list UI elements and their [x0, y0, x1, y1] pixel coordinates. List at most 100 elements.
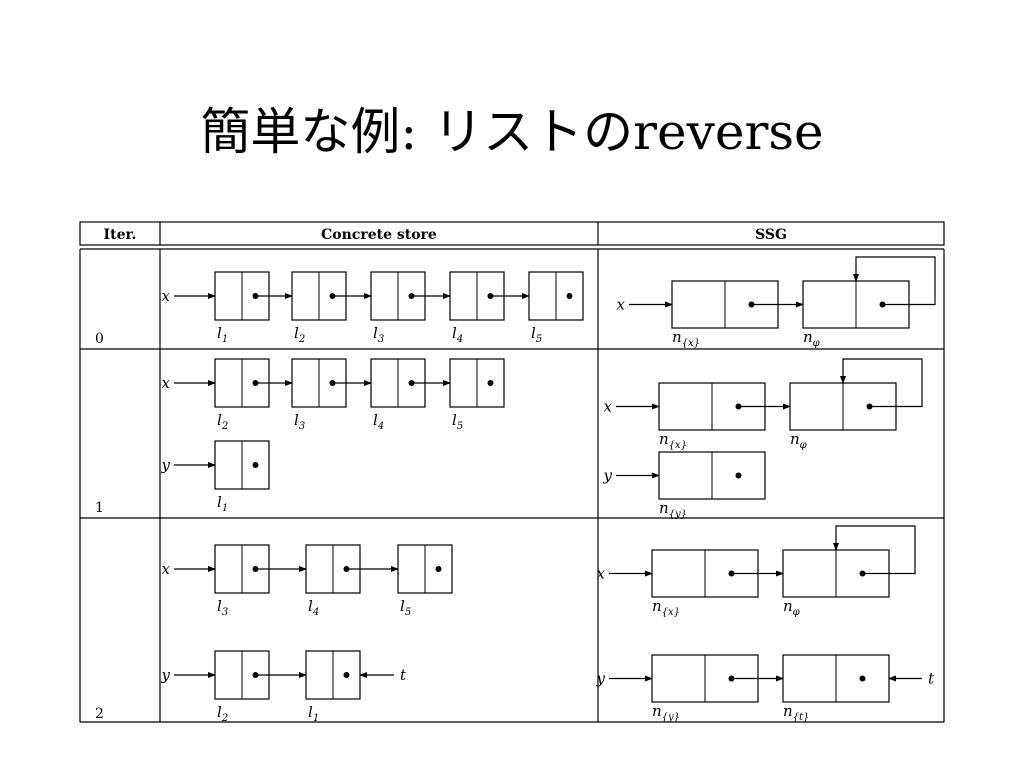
- iter1-concrete-x-cell-label-2-base: l: [373, 411, 378, 429]
- iter1-concrete-x-var-x: x: [162, 374, 171, 392]
- iter0-concrete-x-cell-label-2: l3: [373, 324, 384, 345]
- iter2-ssg-y-cell-label-1-base: n: [783, 702, 793, 720]
- iter2-concrete-y-pointer-dot-1: [343, 672, 350, 678]
- iter1-concrete-x-cell-label-3: l5: [452, 411, 463, 432]
- iter0-concrete-x-cell-label-0-sub: 1: [222, 334, 228, 345]
- iter1-concrete-x-cell-label-0-sub: 2: [221, 421, 228, 432]
- iter2-ssg-y-cell-label-1-sub: {t}: [793, 712, 810, 723]
- iter0-concrete-x-cell-label-4: l5: [531, 324, 542, 345]
- iter2-concrete-x-var-x: x: [162, 560, 171, 578]
- iter0-concrete-x-cell-label-2-base: l: [373, 324, 378, 342]
- iter2-concrete-y-cell-label-1-sub: 1: [313, 713, 319, 724]
- iter0-concrete-x-var-x: x: [162, 287, 171, 305]
- iter1-ssg-x-cell-label-0: n{x}: [659, 430, 687, 451]
- iter0-ssg-x-var-x: x: [617, 296, 626, 314]
- iter1-concrete-x-cell-label-3-base: l: [452, 411, 457, 429]
- iter1-concrete-y-cell-label-0-base: l: [217, 493, 222, 511]
- iter2-ssg-x-cell-label-1-sub: φ: [793, 607, 800, 618]
- iter1-ssg-x-cell-label-0-sub: {x}: [669, 440, 687, 451]
- iter0-ssg-x-cell-label-1: nφ: [803, 328, 820, 349]
- iter2-ssg-x-cell-label-0-base: n: [652, 597, 662, 615]
- iter1-ssg-x-var-x: x: [604, 398, 613, 416]
- iter2-concrete-y-cell-label-0-sub: 2: [221, 713, 228, 724]
- iter-label-2: 2: [95, 706, 104, 722]
- iter1-concrete-x-cell-label-2-sub: 4: [377, 421, 384, 432]
- iter1-ssg-x-cell-label-0-base: n: [659, 430, 669, 448]
- iter0-concrete-x-cell-label-3-sub: 4: [456, 334, 463, 345]
- iter2-concrete-y-var-y: y: [161, 666, 171, 684]
- header-iter: Iter.: [104, 227, 137, 243]
- iter1-concrete-x-pointer-dot-3: [487, 380, 494, 386]
- iter2-ssg-x-var-x: x: [597, 565, 606, 583]
- iter1-ssg-x-cell-label-1: nφ: [790, 430, 807, 451]
- iter1-ssg-y-cell-label-0-sub: {y}: [669, 509, 687, 520]
- iter0-ssg-x-cell-label-1-sub: φ: [813, 338, 820, 349]
- iter2-ssg-x-cell-label-0: n{x}: [652, 597, 680, 618]
- iter2-ssg-x-cell-label-1: nφ: [783, 597, 800, 618]
- iter2-concrete-x-cell-label-2-base: l: [400, 597, 405, 615]
- iter1-concrete-y-var-y: y: [161, 456, 171, 474]
- header-ssg: SSG: [755, 227, 787, 243]
- iter2-concrete-y-tail-var: t: [400, 666, 407, 684]
- iter1-ssg-y-cell-label-0: n{y}: [659, 499, 687, 520]
- iter1-ssg-y-cell-label-0-base: n: [659, 499, 669, 517]
- iter1-concrete-x-cell-label-3-sub: 5: [457, 421, 463, 432]
- iter0-concrete-x-cell-label-4-base: l: [531, 324, 536, 342]
- iter1-concrete-x-cell-label-1: l3: [294, 411, 305, 432]
- iter0-concrete-x-pointer-dot-4: [566, 293, 573, 299]
- iter2-ssg-x-cell-label-0-sub: {x}: [662, 607, 680, 618]
- table-frame: [79, 221, 945, 723]
- iter1-concrete-y-pointer-dot-0: [252, 462, 259, 468]
- header-row-box: [79, 221, 945, 246]
- iter1-concrete-x-cell-label-2: l4: [373, 411, 384, 432]
- iter2-ssg-x-self-loop-arrow: [833, 525, 916, 575]
- iter2-ssg-y-tail-var: t: [928, 670, 935, 688]
- iter1-concrete-x-cell-label-0-base: l: [217, 411, 222, 429]
- iter2-concrete-y-cell-label-0: l2: [217, 703, 228, 724]
- iter1-ssg-x-self-loop-arrow: [840, 358, 923, 408]
- iter0-ssg-x-cell-label-0-sub: {x}: [682, 338, 700, 349]
- iter0-concrete-x-cell-label-3-base: l: [452, 324, 457, 342]
- iter2-concrete-x-cell-label-1: l4: [308, 597, 319, 618]
- iter1-ssg-x-cell-label-1-base: n: [790, 430, 800, 448]
- iter2-ssg-y-cell-label-0: n{y}: [652, 702, 680, 723]
- iter0-concrete-x-cell-label-0-base: l: [217, 324, 222, 342]
- iter2-ssg-y-pointer-dot-1: [859, 675, 866, 682]
- iter-label-1: 1: [95, 500, 104, 516]
- iter2-ssg-y-cell-label-0-base: n: [652, 702, 662, 720]
- iter1-concrete-y-cell-label-0: l1: [217, 493, 228, 514]
- iter2-ssg-y-var-y: y: [596, 670, 606, 688]
- iter2-concrete-x-cell-label-0: l3: [217, 597, 228, 618]
- slide-title: 簡単な例: リストのreverse: [200, 103, 824, 161]
- iter0-concrete-x-cell-label-3: l4: [452, 324, 463, 345]
- iter0-concrete-x-cell-label-4-sub: 5: [536, 334, 542, 345]
- iter2-concrete-x-cell-label-0-base: l: [217, 597, 222, 615]
- iter2-concrete-x-cell-label-1-sub: 4: [312, 607, 319, 618]
- iter0-concrete-x-cell-label-1-sub: 2: [298, 334, 305, 345]
- iter2-ssg-y-cell-label-1: n{t}: [783, 702, 809, 723]
- iter2-ssg-x-cell-label-1-base: n: [783, 597, 793, 615]
- iter2-concrete-x-cell-label-2-sub: 5: [405, 607, 411, 618]
- iter2-ssg-y-cell-label-0-sub: {y}: [662, 712, 680, 723]
- iter1-ssg-x-cell-label-1-sub: φ: [800, 440, 807, 451]
- iter0-concrete-x-cell-label-1: l2: [294, 324, 305, 345]
- iter1-ssg-y-pointer-dot-0: [735, 472, 742, 479]
- iter2-concrete-x-cell-label-1-base: l: [308, 597, 313, 615]
- iter2-concrete-x-pointer-dot-2: [435, 566, 442, 572]
- iter2-concrete-y-cell-label-0-base: l: [217, 703, 222, 721]
- iter1-concrete-y-cell-label-0-sub: 1: [222, 503, 228, 514]
- iter1-concrete-x-cell-label-1-base: l: [294, 411, 299, 429]
- iter1-concrete-x-cell-label-0: l2: [217, 411, 228, 432]
- iter2-concrete-y-cell-label-1: l1: [308, 703, 319, 724]
- iter2-concrete-y-cell-label-1-base: l: [308, 703, 313, 721]
- iter0-ssg-x-self-loop-arrow: [853, 256, 936, 306]
- iter2-concrete-x-cell-label-0-sub: 3: [222, 607, 228, 618]
- iter0-ssg-x-cell-label-0-base: n: [672, 328, 682, 346]
- iter0-ssg-x-cell-label-1-base: n: [803, 328, 813, 346]
- iter1-ssg-y-var-y: y: [603, 467, 613, 485]
- iter1-concrete-x-cell-label-1-sub: 3: [299, 421, 305, 432]
- iter0-concrete-x-cell-label-2-sub: 3: [378, 334, 384, 345]
- header-concrete-store: Concrete store: [321, 227, 437, 243]
